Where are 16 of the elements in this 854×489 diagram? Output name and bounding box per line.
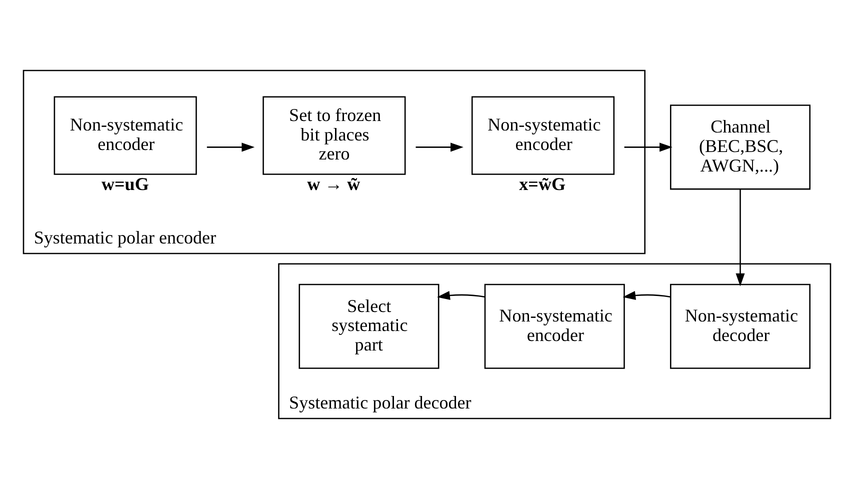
node-box: Non-systematic encoder [471, 96, 615, 175]
node-box: Select systematic part [298, 284, 440, 369]
node-box: Non-systematic encoder [54, 96, 197, 175]
arrow [437, 290, 485, 300]
arrow [736, 189, 745, 286]
arrow [206, 142, 255, 152]
node-box: Channel (BEC,BSC, AWGN,...) [670, 104, 810, 190]
node-label: w=uG [102, 174, 149, 194]
node-box: Non-systematic encoder [484, 284, 625, 369]
node-label: x=w̃G [519, 174, 566, 194]
node-label: w → w̃ [307, 174, 360, 194]
node-box: Set to frozen bit places zero [262, 96, 406, 175]
node-box: Non-systematic decoder [670, 284, 810, 369]
arrow [416, 142, 464, 152]
arrow [622, 290, 670, 300]
arrow [624, 142, 672, 152]
